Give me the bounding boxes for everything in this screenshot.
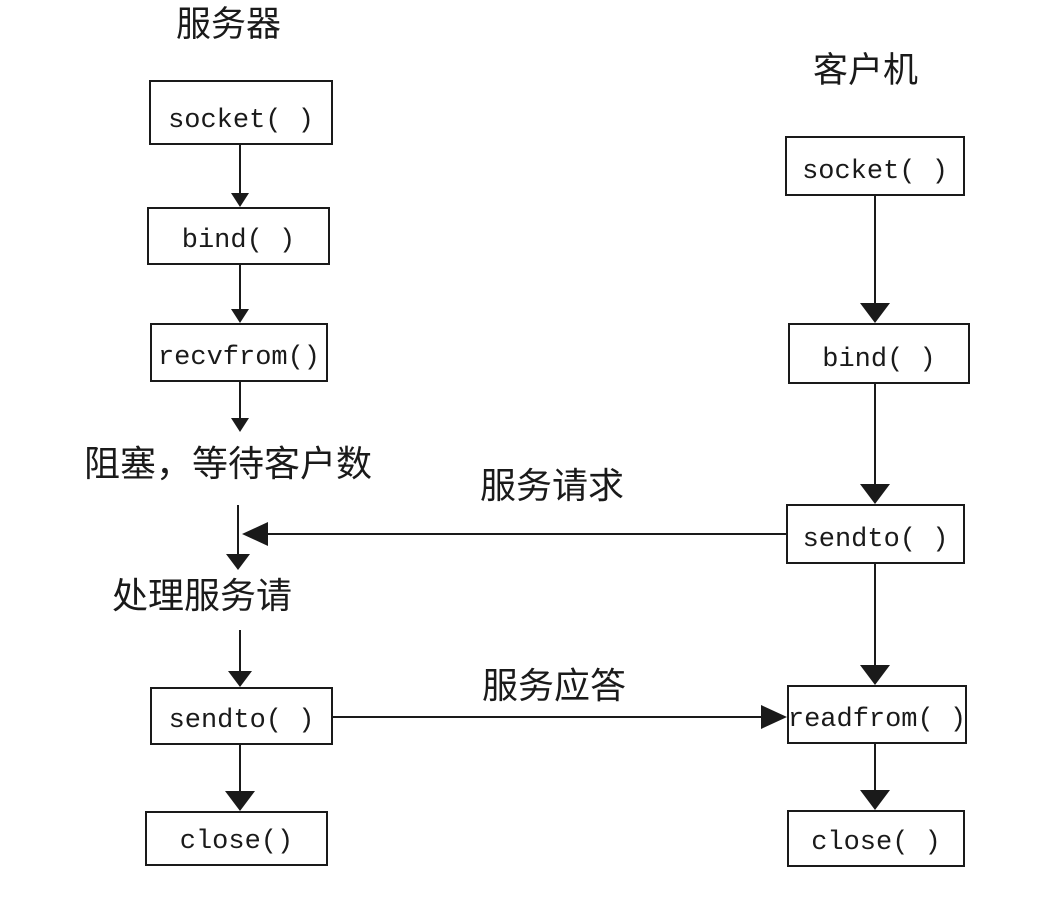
server-processing-note: 处理服务请	[112, 575, 293, 616]
arrow-server-bind-to-recvfrom	[231, 265, 249, 323]
client-bind-box: bind( )	[788, 323, 970, 384]
client-column-title: 客户机	[813, 51, 919, 90]
service-request-label: 服务请求	[480, 465, 625, 506]
arrow-client-socket-to-bind	[860, 196, 890, 323]
client-sendto-box: sendto( )	[786, 504, 965, 564]
arrow-client-readfrom-to-close	[860, 744, 890, 810]
client-close-box: close( )	[787, 810, 965, 867]
server-sendto-box: sendto( )	[150, 687, 333, 745]
arrow-server-sendto-to-close	[225, 745, 255, 811]
arrow-client-bind-to-sendto	[860, 384, 890, 504]
server-close-box: close()	[145, 811, 328, 866]
server-bind-box: bind( )	[147, 207, 330, 265]
server-recvfrom-box: recvfrom()	[150, 323, 328, 382]
arrow-server-recvfrom-to-blocking	[231, 382, 249, 432]
client-socket-box: socket( )	[785, 136, 965, 196]
client-readfrom-box: readfrom( )	[787, 685, 967, 744]
arrow-service-response-server-to-client	[333, 705, 787, 729]
arrow-server-blocking-to-processing	[226, 505, 250, 570]
server-blocking-note: 阻塞，等待客户数	[84, 443, 373, 484]
service-response-label: 服务应答	[482, 665, 627, 706]
server-column-title: 服务器	[176, 5, 282, 44]
arrow-server-processing-to-sendto	[228, 630, 252, 687]
server-socket-box: socket( )	[149, 80, 333, 145]
arrow-client-sendto-to-readfrom	[860, 564, 890, 685]
arrow-server-socket-to-bind	[231, 145, 249, 207]
arrow-service-request-client-to-server	[242, 522, 786, 546]
